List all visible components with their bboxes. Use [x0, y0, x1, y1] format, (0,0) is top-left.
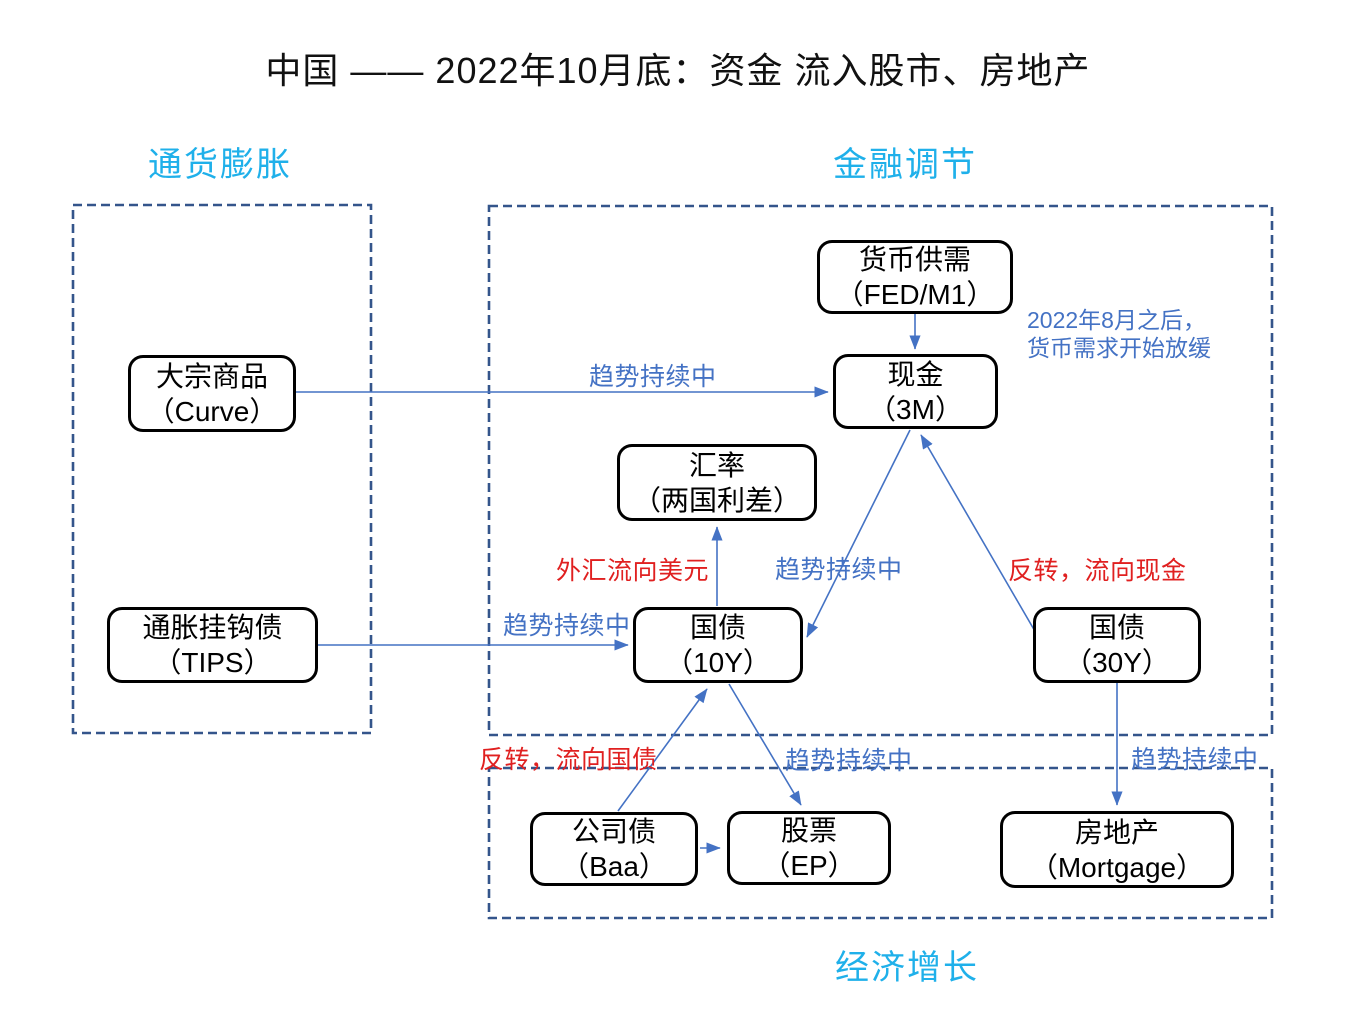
node-tips: 通胀挂钩债 （TIPS） — [107, 607, 318, 683]
node-cash-sub: （3M） — [868, 393, 963, 425]
inflation-region-border — [71, 203, 373, 735]
edge-label-corpbond-to-treasury10y: 反转，流向国债 — [479, 746, 658, 774]
edge-label-tips-to-treasury10y: 趋势持续中 — [503, 612, 631, 640]
arrow-cash-to-treasury10y — [806, 429, 911, 638]
node-real-estate-sub: （Mortgage） — [1029, 851, 1205, 883]
section-label-finance: 金融调节 — [833, 146, 977, 184]
node-corporate-bond-sub: （Baa） — [561, 851, 667, 882]
page-title: 中国 —— 2022年10月底：资金 流入股市、房地产 — [265, 50, 1091, 91]
node-treasury-30y-sub: （30Y） — [1064, 647, 1170, 678]
node-treasury-30y-name: 国债 — [1088, 612, 1145, 643]
node-money-supply-name: 货币供需 — [858, 244, 971, 275]
finance-region-border — [487, 204, 1274, 737]
node-cash-name: 现金 — [887, 358, 944, 390]
node-money-supply-sub: （FED/M1） — [835, 279, 995, 310]
node-tips-sub: （TIPS） — [153, 647, 272, 678]
node-stock-name: 股票 — [780, 815, 837, 846]
edge-label-cash-to-treasury10y: 趋势持续中 — [775, 556, 903, 584]
node-tips-name: 通胀挂钩债 — [142, 612, 283, 643]
node-exchange-rate: 汇率 （两国利差） — [617, 444, 817, 521]
node-exchange-rate-sub: （两国利差） — [632, 484, 801, 516]
edge-label-commodities-to-cash: 趋势持续中 — [589, 363, 717, 391]
node-treasury-10y-sub: （10Y） — [665, 647, 771, 678]
node-commodities-sub: （Curve） — [146, 395, 278, 427]
node-stock-sub: （EP） — [762, 850, 856, 881]
edge-label-treasury30y-to-cash: 反转，流向现金 — [1008, 557, 1187, 585]
annotation-money-demand: 2022年8月之后， 货币需求开始放缓 — [1027, 306, 1211, 362]
node-corporate-bond-name: 公司债 — [571, 816, 656, 847]
arrow-treasury30y-to-cash — [920, 434, 1037, 634]
section-label-inflation: 通货膨胀 — [148, 146, 292, 184]
annotation-line-1: 2022年8月之后， — [1027, 307, 1206, 333]
node-cash: 现金 （3M） — [833, 354, 998, 429]
node-commodities: 大宗商品 （Curve） — [128, 355, 296, 432]
node-commodities-name: 大宗商品 — [155, 360, 268, 392]
node-stock: 股票 （EP） — [727, 811, 891, 885]
section-label-growth: 经济增长 — [835, 949, 979, 987]
arrow-treasury10y-to-stock — [728, 683, 802, 806]
node-exchange-rate-name: 汇率 — [688, 449, 745, 481]
edge-label-treasury10y-to-fx: 外汇流向美元 — [556, 557, 710, 585]
growth-region-border — [487, 766, 1274, 920]
arrow-corpbond-to-treasury10y — [617, 688, 708, 812]
edge-label-treasury30y-to-realestate: 趋势持续中 — [1131, 746, 1259, 774]
edge-label-treasury10y-to-stock: 趋势持续中 — [785, 747, 913, 775]
node-real-estate-name: 房地产 — [1074, 816, 1159, 848]
node-money-supply: 货币供需 （FED/M1） — [817, 240, 1013, 314]
annotation-line-2: 货币需求开始放缓 — [1027, 335, 1211, 361]
node-corporate-bond: 公司债 （Baa） — [530, 812, 698, 886]
node-treasury-30y: 国债 （30Y） — [1033, 607, 1201, 683]
node-treasury-10y-name: 国债 — [689, 612, 746, 643]
node-real-estate: 房地产 （Mortgage） — [1000, 811, 1234, 888]
node-treasury-10y: 国债 （10Y） — [633, 607, 803, 683]
